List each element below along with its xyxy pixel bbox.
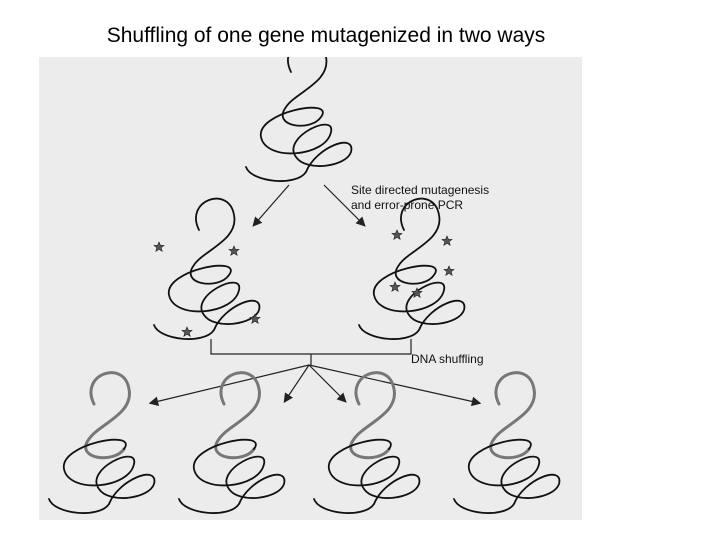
figure-panel: Site directed mutagenesis and error-pron… bbox=[39, 57, 582, 520]
mutation-star-icon bbox=[181, 326, 193, 337]
arrow-to-progeny-2 bbox=[283, 364, 310, 403]
mutation-star-icon bbox=[441, 235, 453, 246]
shuffled-gene-1 bbox=[47, 371, 156, 515]
shuffled-gene-3 bbox=[312, 371, 421, 515]
slide-title: Shuffling of one gene mutagenized in two… bbox=[106, 24, 546, 47]
mutant-gene-left bbox=[153, 197, 261, 340]
arrow-to-progeny-1 bbox=[148, 364, 310, 406]
arrow-to-mutant-left bbox=[252, 184, 290, 227]
mutagenesis-label: Site directed mutagenesis bbox=[351, 183, 489, 197]
shuffled-gene-4 bbox=[452, 371, 561, 515]
shuffling-label: DNA shuffling bbox=[411, 352, 484, 366]
mutation-star-icon bbox=[443, 265, 455, 276]
mutation-star-icon bbox=[153, 241, 165, 252]
mutation-star-icon bbox=[391, 229, 403, 240]
shuffling-diagram: Site directed mutagenesis and error-pron… bbox=[47, 57, 561, 515]
mutation-star-icon bbox=[389, 281, 401, 292]
shuffling-bracket bbox=[210, 339, 412, 355]
mutation-star-icon bbox=[249, 313, 261, 324]
arrow-to-progeny-3 bbox=[308, 364, 347, 403]
shuffled-gene-2 bbox=[177, 371, 286, 515]
arrow-to-mutant-right bbox=[323, 184, 366, 227]
parent-gene bbox=[245, 57, 353, 182]
mutation-star-icon bbox=[228, 245, 240, 256]
